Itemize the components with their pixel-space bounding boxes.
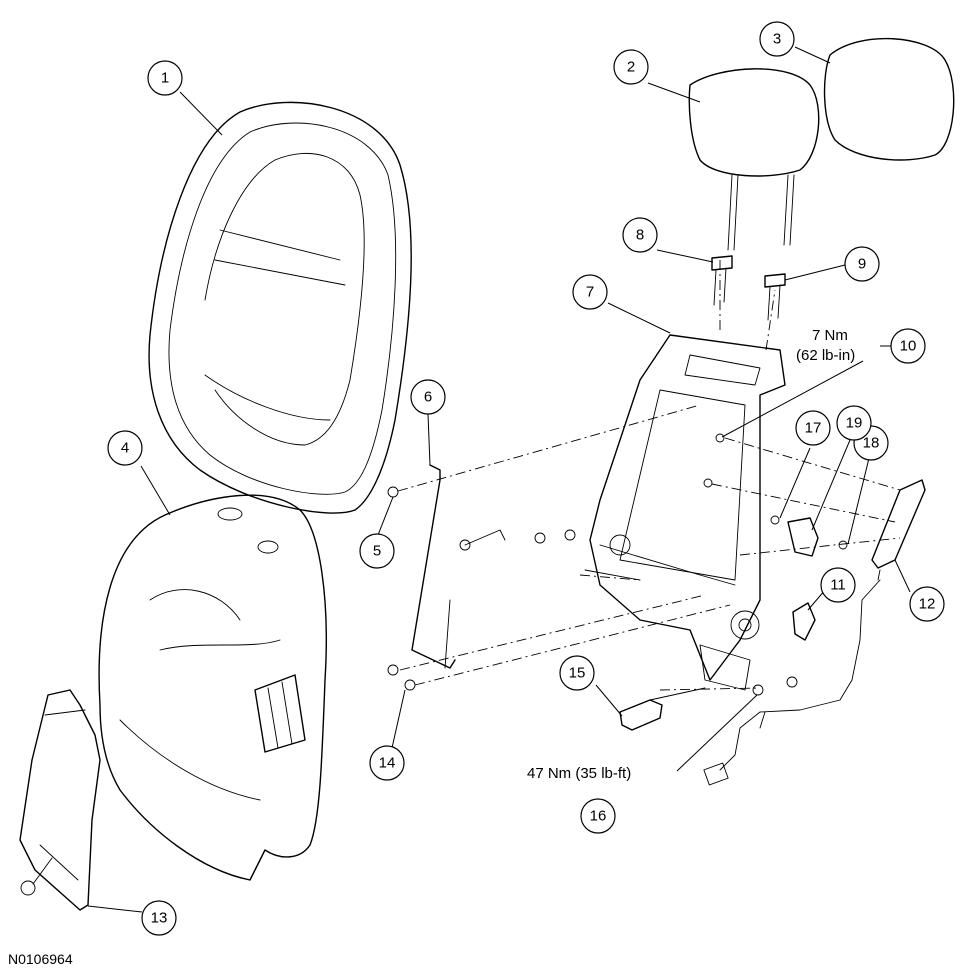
callout-14: 14 [369,745,405,781]
head-restraint-3 [823,37,955,161]
callout-12: 12 [909,586,945,622]
callout-4: 4 [107,430,143,466]
leader-lines [87,46,911,913]
callout-3: 3 [759,21,795,57]
recliner-handle [619,687,706,731]
callout-10: 10 [890,328,926,364]
seat-back-cushion [98,494,327,881]
assembly-lines [397,258,901,691]
torque-spec-16: 47 Nm (35 lb-ft) [527,765,631,782]
callout-2-label: 2 [627,59,635,76]
callout-8: 8 [622,217,658,253]
callout-13-label: 13 [151,910,168,927]
callout-11-label: 11 [830,577,846,594]
callout-7: 7 [572,274,608,310]
torque-spec-10-nm: 7 Nm [812,327,848,344]
trim-cover-11 [792,602,816,641]
seat-back-trim-cover [148,101,412,514]
callout-6: 6 [410,379,446,415]
callout-5-label: 5 [373,543,381,560]
bracket-19 [787,517,819,557]
callout-5: 5 [359,533,395,569]
callout-1-label: 1 [161,70,169,87]
callout-19: 19 [836,405,872,441]
callout-8-label: 8 [636,227,644,244]
torque-spec-10-lbin: (62 lb-in) [796,347,855,364]
callout-15: 15 [559,655,595,691]
callout-9: 9 [844,246,880,282]
callout-7-label: 7 [586,284,594,301]
callout-16-label: 16 [590,808,607,825]
callout-11: 11 [820,567,856,603]
support-rod [411,464,506,669]
callout-14-label: 14 [379,755,396,772]
guide-sleeve-9 [764,273,786,321]
guide-sleeve-8 [711,255,733,306]
back-panel [19,689,101,911]
callout-6-label: 6 [424,389,432,406]
callout-3-label: 3 [773,31,781,48]
callout-12-label: 12 [919,596,936,613]
seat-back-frame [584,334,786,691]
callout-17-label: 17 [805,420,822,437]
fasteners [387,433,848,696]
callout-10-label: 10 [900,338,917,355]
callout-4-label: 4 [121,440,129,457]
callout-17: 17 [795,410,831,446]
airbag-module-12 [871,479,926,581]
figure-id: N0106964 [8,951,73,967]
head-restraint-2 [688,68,820,251]
callout-16: 16 [580,798,616,834]
callout-18-label: 18 [863,435,880,452]
callout-19-label: 19 [846,415,863,432]
callout-13: 13 [141,900,177,936]
callout-2: 2 [613,49,649,85]
callout-15-label: 15 [569,665,586,682]
wiring-harness [703,579,881,786]
callout-9-label: 9 [858,256,866,273]
callout-1: 1 [147,60,183,96]
